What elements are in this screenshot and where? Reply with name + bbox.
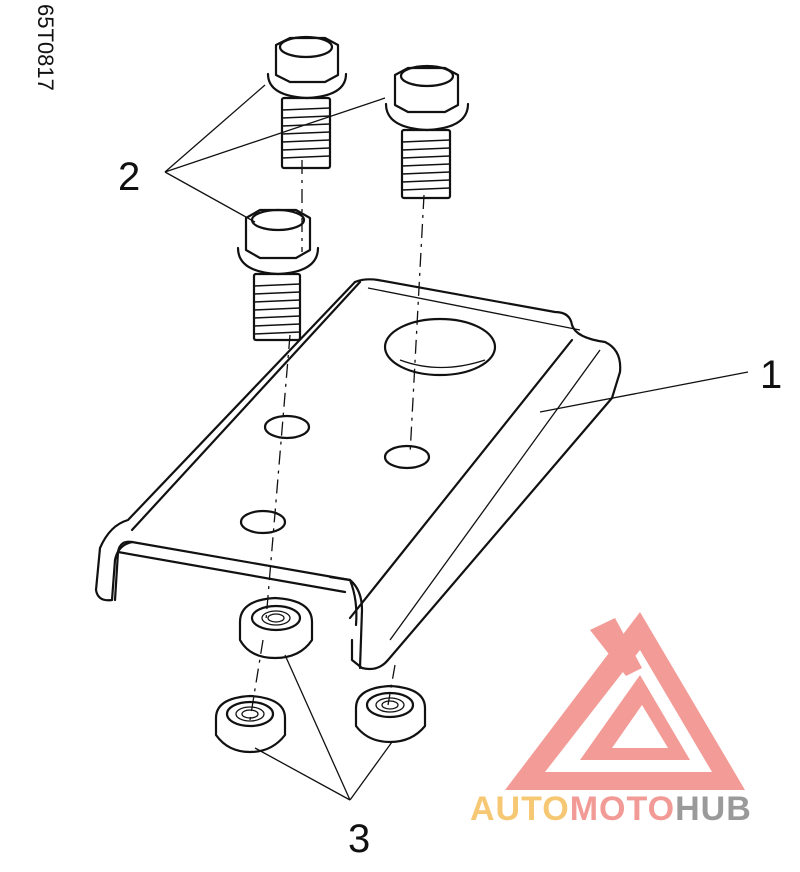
brand-hub: HUB	[675, 790, 752, 828]
bracket-part	[94, 278, 622, 671]
watermark-logo	[505, 612, 745, 790]
callout-3: 3	[348, 817, 370, 861]
callout-1: 1	[760, 353, 782, 397]
drawing-code: 65T0817	[33, 4, 58, 91]
brand-auto: AUTO	[470, 790, 570, 828]
nut-1	[238, 596, 314, 660]
leader-lines	[164, 84, 749, 801]
nut-2	[214, 694, 287, 754]
assembly-centerlines	[249, 160, 425, 721]
brand-moto: MOTO	[570, 790, 675, 828]
bolt-2	[384, 64, 470, 200]
bolt-3	[236, 208, 320, 342]
bolt-1	[266, 35, 348, 170]
callout-2: 2	[118, 155, 140, 199]
nut-3	[354, 684, 427, 744]
svg-text:AUTOMOTOHUB: AUTOMOTOHUB	[470, 790, 752, 828]
watermark-wordmark: AUTOMOTOHUB	[470, 790, 752, 828]
